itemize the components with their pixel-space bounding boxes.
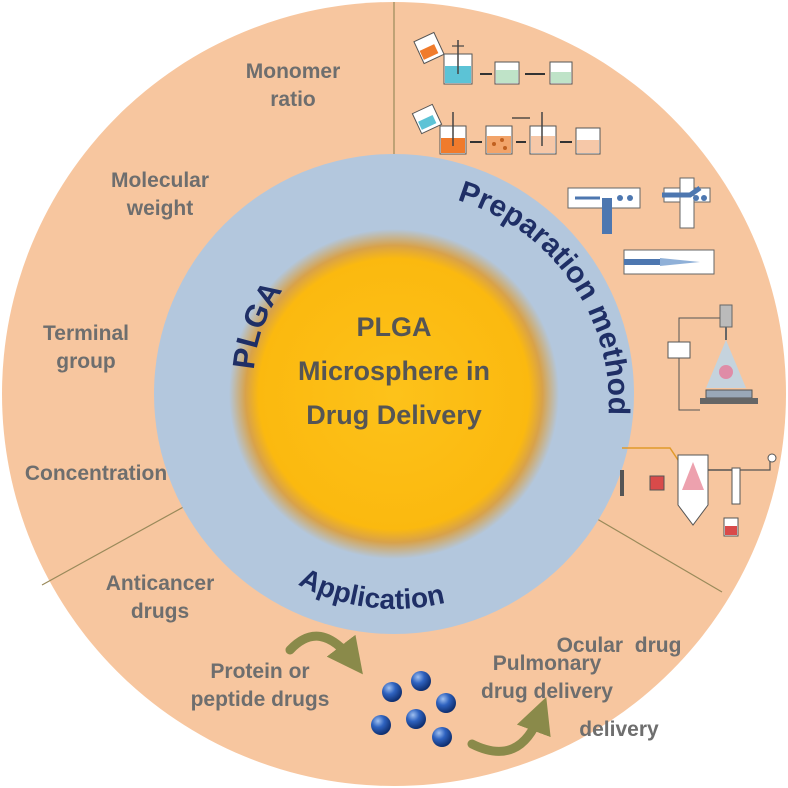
microfluidic-chip-icon — [567, 177, 715, 275]
label-terminal-group: Terminal group — [43, 322, 129, 373]
electrospray-apparatus-icon — [667, 304, 758, 411]
center-title-line1: PLGA — [356, 312, 432, 342]
center-title-line3: Drug Delivery — [306, 400, 482, 430]
emulsion-process-schematic-icon — [413, 31, 573, 85]
center-title-line2: Microsphere in — [297, 356, 491, 386]
microspheres-icon — [371, 671, 456, 747]
center-title: PLGA Microsphere in Drug Delivery — [244, 305, 544, 437]
curved-arrow-icon — [467, 697, 551, 756]
spray-drying-apparatus-icon — [620, 447, 777, 537]
core-circle — [229, 229, 559, 559]
double-emulsion-process-schematic-icon — [411, 103, 601, 155]
label-monomer-ratio: Monomer ratio — [245, 60, 341, 111]
label-molecular-weight: Molecular weight — [110, 169, 210, 220]
label-anticancer-drugs: Anticancer drugs — [105, 572, 215, 623]
label-ocular-drug-delivery: Ocular drug delivery — [556, 634, 682, 741]
label-protein-peptide-drugs: Protein or peptide drugs — [190, 660, 330, 711]
curved-arrow-icon — [285, 631, 363, 675]
label-concentration: Concentration — [24, 462, 168, 485]
label-pulmonary-drug-delivery: Pulmonary drug delivery — [481, 652, 613, 703]
